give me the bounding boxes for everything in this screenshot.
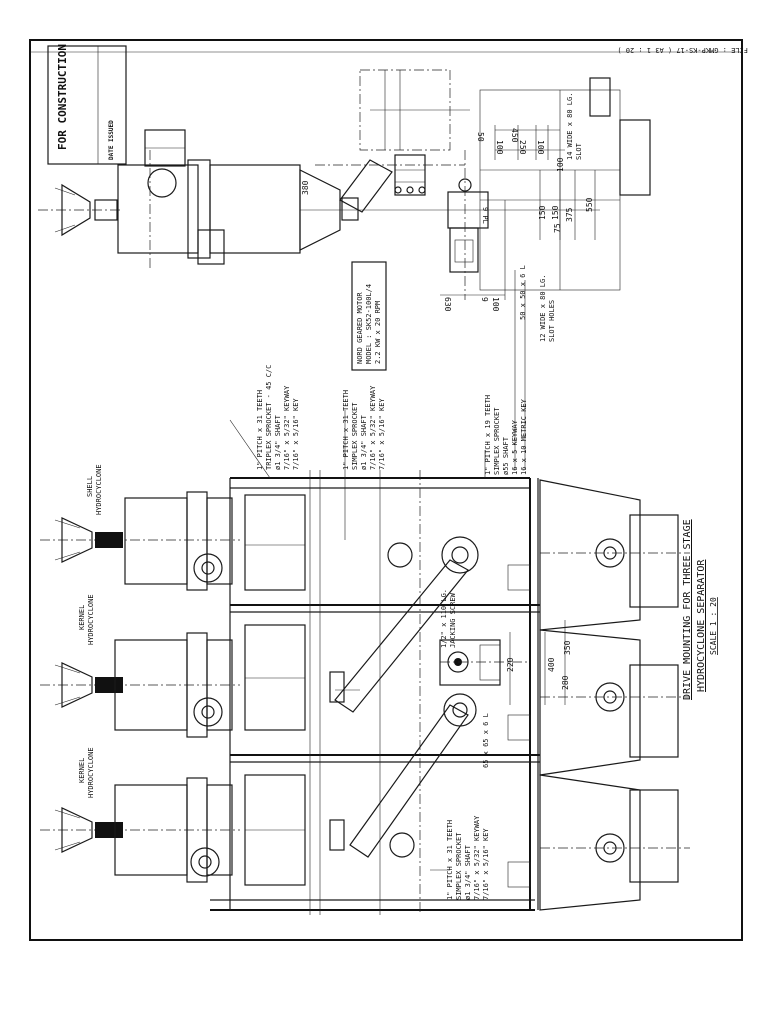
hydrocyclone-2-line1: KERNEL [78, 605, 86, 630]
dim-150a: 150 [551, 205, 560, 220]
hydrocyclone-2-line2: HYDROCYCLONE [87, 594, 95, 645]
dim-350: 350 [563, 640, 572, 655]
triplex-line5: 7/16" x 5/16" KEY [292, 398, 300, 470]
hydrocyclone-3-line1: KERNEL [78, 758, 86, 783]
note-jacking-screw: 1/2" x 110 LG. JACKING SCREW [440, 589, 457, 648]
title-line1: DRIVE MOUNTING FOR THREE STAGE [682, 519, 693, 700]
simplex-upper-line3: ø1 3/4" SHAFT [360, 414, 368, 470]
dim-75: 75 [553, 223, 562, 233]
hydrocyclone-1-line2: HYDROCYCLONE [95, 464, 103, 515]
simplex19-line3: ø55 SHAFT [502, 436, 510, 475]
note-triplex-sprocket: 1" PITCH x 31 TEETH TRIPLEX SPROCKET - 4… [256, 365, 300, 470]
hydrocyclone-3-line2: HYDROCYCLONE [87, 747, 95, 798]
stamp-title: FOR CONSTRUCTION [56, 44, 69, 150]
angle-65-note: 65 x 65 x 6 L [482, 713, 490, 768]
stamp-date-label: DATE ISSUED [108, 120, 115, 160]
hydrocyclone-stage-1 [40, 491, 240, 591]
triplex-line3: ø1 3/4" SHAFT [274, 414, 282, 470]
dim-100: 100 [491, 297, 500, 312]
simplex-lower-line3: ø1 3/4" SHAFT [464, 844, 472, 900]
motor-detail-view [300, 69, 651, 470]
pl-9-note: 9 PL [481, 207, 489, 224]
triplex-line1: 1" PITCH x 31 TEETH [256, 390, 264, 470]
dim-280: 280 [561, 675, 570, 690]
title-line2: HYDROCYCLONE SEPARATOR [696, 559, 707, 692]
simplex-upper-line1: 1" PITCH x 31 TEETH [342, 390, 350, 470]
simplex19-line2: SIMPLEX SPROCKET [493, 407, 501, 475]
simplex-upper-line5: 7/16" x 5/16" KEY [378, 398, 386, 470]
construction-stamp: FOR CONSTRUCTION DATE ISSUED [47, 44, 127, 165]
simplex-lower-line4: 7/16" x 5/32" KEYWAY [473, 815, 481, 900]
dim-100d: 100 [556, 157, 565, 172]
slot-14-line2: SLOT [575, 142, 583, 160]
note-simplex-lower: 1" PITCH x 31 TEETH SIMPLEX SPROCKET ø1 … [446, 815, 490, 900]
motor-line2: MODEL : SK52-100L/4 [365, 284, 373, 364]
chain-drive [229, 410, 566, 871]
simplex19-line4: 16 x 5 KEYWAY [511, 419, 519, 475]
dim-150b: 150 [538, 205, 547, 220]
discharge-hoppers [507, 479, 690, 911]
dim-450: 450 [510, 128, 519, 143]
dim-400: 400 [547, 657, 556, 672]
simplex-lower-line2: SIMPLEX SPROCKET [455, 832, 463, 900]
motor-label-box: NORD GEARED MOTOR MODEL : SK52-100L/4 2.… [351, 261, 387, 371]
slot-12-line2: SLOT HOLES [548, 300, 556, 342]
dim-220: 220 [506, 657, 515, 672]
triplex-line4: 7/16" x 5/32" KEYWAY [283, 385, 291, 470]
file-reference: FILE : GMKP-KS-17 ( A3 1 : 20 ) [617, 46, 748, 54]
note-simplex-upper: 1" PITCH x 31 TEETH SIMPLEX SPROCKET ø1 … [342, 385, 386, 470]
angle-50-note: 50 x 50 x 6 L [519, 265, 527, 320]
dim-50: 50 [476, 132, 485, 142]
dim-9: 9 [480, 297, 489, 302]
sheet-border [29, 39, 743, 941]
simplex19-line5: 16 x 10 METRIC KEY [520, 398, 528, 475]
dim-375: 375 [565, 207, 574, 222]
simplex-upper-line4: 7/16" x 5/32" KEYWAY [369, 385, 377, 470]
simplex-lower-line5: 7/16" x 5/16" KEY [482, 828, 490, 900]
motor-line3: 2.2 KW x 20 RPM [374, 301, 382, 364]
motor-line1: NORD GEARED MOTOR [356, 292, 364, 364]
jacking-line2: JACKING SCREW [449, 592, 457, 648]
title-scale: SCALE 1 : 20 [709, 597, 718, 655]
dim-100b: 100 [495, 140, 504, 155]
simplex-upper-line2: SIMPLEX SPROCKET [351, 402, 359, 470]
top-hydrocyclone-view [38, 129, 341, 270]
slot-12-line1: 12 WIDE x 80 LG. [539, 275, 547, 342]
title-block: DRIVE MOUNTING FOR THREE STAGE HYDROCYCL… [682, 519, 718, 700]
dim-550: 550 [585, 197, 594, 212]
simplex-lower-line1: 1" PITCH x 31 TEETH [446, 820, 454, 900]
hydrocyclone-stage-3 [40, 777, 240, 883]
dim-250: 250 [518, 140, 527, 155]
dim-380: 380 [301, 180, 310, 195]
hydrocyclone-stage-2 [40, 632, 240, 738]
dim-630: 630 [443, 297, 452, 312]
slot-14-line1: 14 WIDE x 80 LG. [566, 93, 574, 160]
triplex-line2: TRIPLEX SPROCKET - 45 C/C [265, 365, 273, 470]
hydrocyclone-1-line1: SHELL [86, 476, 94, 497]
note-simplex-19: 1" PITCH x 19 TEETH SIMPLEX SPROCKET ø55… [484, 395, 528, 475]
jacking-line1: 1/2" x 110 LG. [440, 589, 448, 648]
simplex19-line1: 1" PITCH x 19 TEETH [484, 395, 492, 475]
main-frame [210, 470, 540, 915]
dim-100c: 100 [536, 140, 545, 155]
